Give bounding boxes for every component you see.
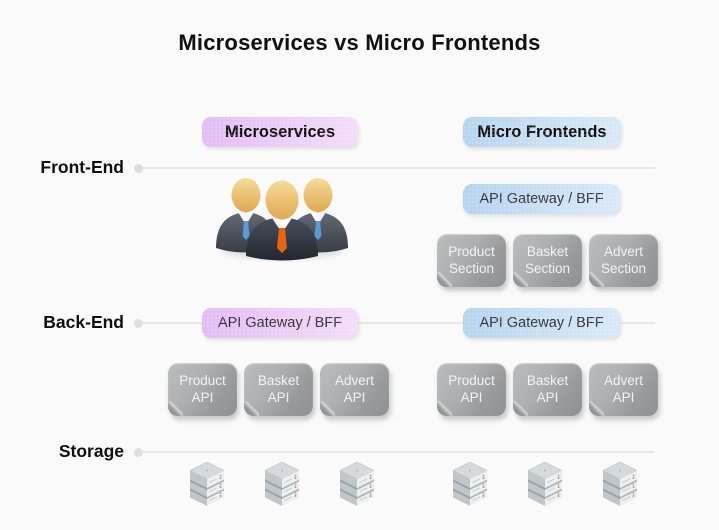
box-line2: API (267, 389, 290, 405)
lane-line-dot (134, 447, 143, 457)
column-header-microservices: Microservices (202, 117, 358, 147)
box-line2: API (460, 389, 483, 405)
gateway-label: API Gateway / BFF (479, 191, 604, 207)
gateway-label: API Gateway / BFF (479, 315, 604, 331)
front-end-lane-line (134, 163, 655, 173)
mfe-product-api-box: Product API (437, 363, 506, 416)
box-line1: Basket (526, 373, 569, 388)
server-stack-icon (189, 461, 225, 506)
box-line1: Product (448, 244, 495, 259)
diagram-title: Microservices vs Micro Frontends (178, 30, 541, 55)
mfe-product-section-box: Product Section (437, 234, 506, 287)
lane-line-dot (134, 163, 143, 173)
mfe-basket-section-box: Basket Section (513, 234, 582, 287)
box-line1: Basket (526, 244, 569, 259)
box-line1: Advert (603, 373, 644, 388)
back-end-lane-line (134, 318, 655, 328)
user-figure-center (246, 180, 318, 261)
lane-label-storage: Storage (58, 441, 124, 461)
box-line1: Product (179, 373, 226, 388)
server-stack-icon (339, 461, 375, 506)
ms-basket-api-box: Basket API (244, 363, 313, 416)
server-stack-icon (452, 461, 488, 506)
storage-lane-line (134, 447, 655, 457)
mfe-backend-gateway: API Gateway / BFF (463, 308, 620, 338)
box-line2: API (536, 389, 559, 405)
mfe-frontend-gateway: API Gateway / BFF (463, 184, 620, 214)
server-stack-icon (527, 461, 563, 506)
ms-backend-gateway: API Gateway / BFF (202, 308, 358, 338)
box-line2: Section (600, 260, 647, 276)
box-line2: Section (448, 260, 495, 276)
ms-product-api-box: Product API (168, 363, 237, 416)
box-line1: Basket (257, 373, 300, 388)
box-line1: Advert (603, 244, 644, 259)
gateway-label: API Gateway / BFF (217, 315, 343, 331)
column-header-micro-frontends: Micro Frontends (463, 117, 621, 147)
column-header-label: Microservices (224, 122, 336, 141)
server-stack-icon (602, 461, 638, 506)
users-icon (216, 178, 348, 261)
ms-advert-api-box: Advert API (320, 363, 389, 416)
box-line2: API (191, 389, 214, 405)
box-line2: API (612, 389, 635, 405)
lane-label-front-end: Front-End (40, 157, 124, 177)
box-line2: Section (524, 260, 571, 276)
box-line1: Product (448, 373, 495, 388)
lane-label-back-end: Back-End (43, 312, 124, 332)
server-stack-icon (264, 461, 300, 506)
box-line1: Advert (334, 373, 375, 388)
box-line2: API (343, 389, 366, 405)
column-header-label: Micro Frontends (477, 122, 607, 141)
mfe-advert-api-box: Advert API (589, 363, 658, 416)
mfe-advert-section-box: Advert Section (589, 234, 658, 287)
lane-line-dot (134, 318, 143, 328)
mfe-basket-api-box: Basket API (513, 363, 582, 416)
